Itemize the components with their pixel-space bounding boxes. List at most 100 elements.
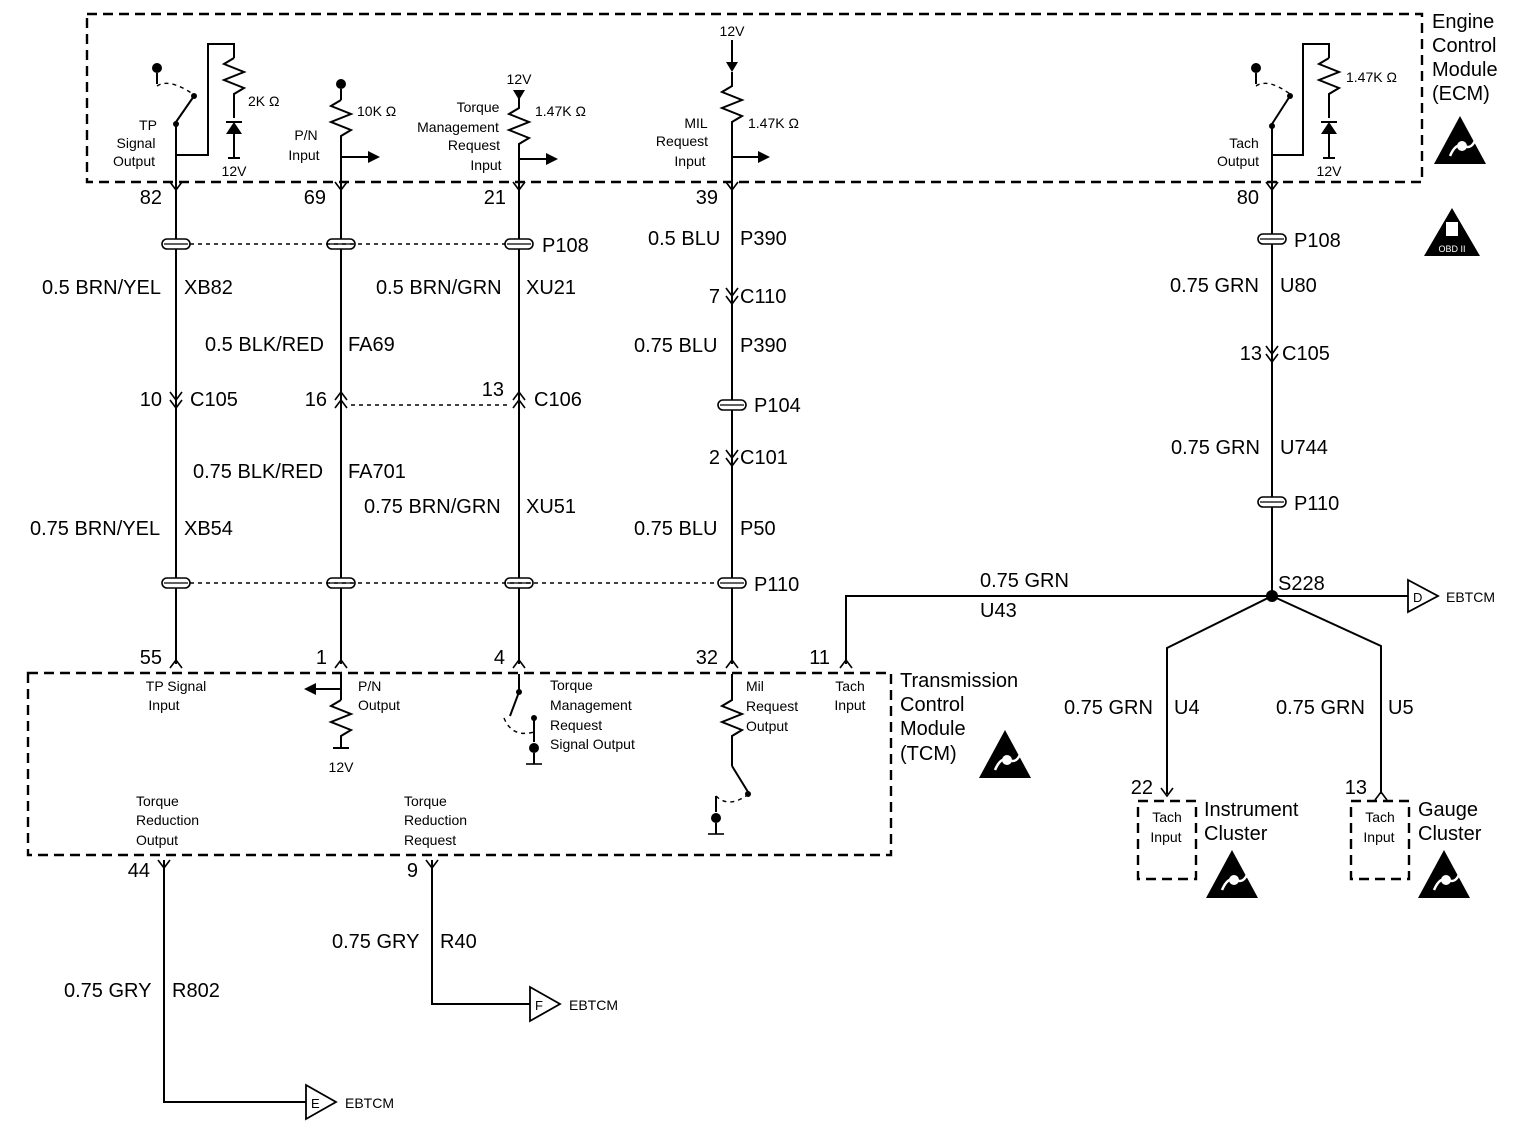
tcm-tach-label-2: Input — [834, 697, 865, 713]
wire-p390a-size: 0.5 BLU — [648, 228, 720, 250]
c105-tach-pin: 13 — [1240, 343, 1262, 365]
wire-mil: 0.5 BLU P390 7 C110 0.75 BLU P390 P104 2… — [634, 181, 801, 669]
ecm-tach-pin: 80 — [1237, 187, 1259, 209]
wire-u4-size: 0.75 GRN — [1064, 697, 1153, 719]
splice-p110b: P110 — [1294, 493, 1339, 515]
ecm-tm-voltage: 12V — [507, 71, 533, 87]
splice-p104: P104 — [754, 395, 801, 417]
ic-esd-icon — [1204, 848, 1260, 900]
gc-esd-icon — [1416, 848, 1472, 900]
wire-fa701-size: 0.75 BLK/RED — [193, 461, 323, 483]
ecm-tp-pin: 82 — [140, 187, 162, 209]
splice-marker — [1257, 233, 1287, 245]
c110-name: C110 — [740, 286, 786, 308]
wire-p390b-id: P390 — [740, 335, 787, 357]
wire-xu51-size: 0.75 BRN/GRN — [364, 496, 501, 518]
ground-icon — [151, 62, 163, 85]
ground-icon — [1250, 62, 1262, 85]
wire-xb54-id: XB54 — [184, 518, 233, 540]
splice-s228: S228 — [1278, 573, 1325, 595]
wire-u744-id: U744 — [1280, 437, 1328, 459]
tcm-mil-label-2: Request — [746, 698, 798, 714]
ecm-title-1: Engine — [1432, 11, 1494, 33]
c106-name: C106 — [534, 389, 582, 411]
ecm-tach-label-1: Tach — [1229, 135, 1259, 151]
tcm-mil-label-1: Mil — [746, 678, 764, 694]
dest-e-letter: E — [311, 1096, 320, 1111]
ecm-tm-label-4: Input — [470, 157, 501, 173]
ic-label-2: Input — [1150, 829, 1181, 845]
tcm-esd-icon — [977, 728, 1033, 780]
tcm-trr-label-1: Torque — [404, 793, 447, 809]
connector-group-lines — [190, 243, 718, 584]
splice-marker — [1257, 496, 1287, 508]
ecm-mil-circuit: 12V 1.47K Ω MIL Request Input 39 — [656, 23, 799, 209]
gc-title-1: Gauge — [1418, 799, 1478, 821]
ground-icon — [335, 78, 347, 101]
wire-xb82-size: 0.5 BRN/YEL — [42, 277, 161, 299]
ecm-tp-circuit: 2K Ω 12V TP Signal Output 82 — [113, 43, 279, 209]
wire-u80-id: U80 — [1280, 275, 1317, 297]
obd-ii-icon: OBD II — [1424, 208, 1480, 256]
tcm-pn-label-1: P/N — [358, 678, 381, 694]
gc-outline — [1349, 799, 1411, 881]
splice-p108a: P108 — [542, 235, 589, 257]
dest-e-arrow — [305, 1083, 338, 1121]
c106-pin: 13 — [482, 379, 504, 401]
tcm-tro-label-1: Torque — [136, 793, 179, 809]
ecm-module: Engine Control Module (ECM) OBD II — [85, 11, 1498, 256]
ecm-title-2: Control — [1432, 35, 1496, 57]
ground-icon — [710, 812, 722, 835]
ecm-title-4: (ECM) — [1432, 83, 1490, 105]
ecm-pn-circuit: 10K Ω P/N Input 69 — [288, 78, 396, 209]
c105-tp-name: C105 — [190, 389, 238, 411]
ecm-title-3: Module — [1432, 59, 1498, 81]
c105-tach-name: C105 — [1282, 343, 1330, 365]
tcm-tro-label-2: Reduction — [136, 812, 199, 828]
wire-r40-size: 0.75 GRY — [332, 931, 419, 953]
wire-r802: 44 0.75 GRY R802 E EBTCM — [64, 859, 394, 1121]
splice-p110a: P110 — [754, 574, 799, 596]
ecm-pn-label-2: Input — [288, 147, 319, 163]
wire-r802-size: 0.75 GRY — [64, 980, 151, 1002]
ecm-tm-label-2: Management — [417, 119, 499, 135]
wire-xb82-id: XB82 — [184, 277, 233, 299]
ecm-tp-label-3: Output — [113, 153, 155, 169]
wire-u744-size: 0.75 GRN — [1171, 437, 1260, 459]
c105-tp-pin: 10 — [140, 389, 162, 411]
tcm-mil-label-3: Output — [746, 718, 788, 734]
tcm-module: Transmission Control Module (TCM) TP Sig… — [26, 670, 1033, 857]
dest-f-name: EBTCM — [569, 997, 618, 1013]
wire-r40-id: R40 — [440, 931, 477, 953]
c105-pn-pin: 16 — [305, 389, 327, 411]
ecm-pn-pin: 69 — [304, 187, 326, 209]
ecm-tp-resistor: 2K Ω — [248, 93, 279, 109]
ecm-tach-label-2: Output — [1217, 153, 1259, 169]
wire-tm: P108 0.5 BRN/GRN XU21 13 C106 0.75 BRN/G… — [364, 181, 589, 669]
tcm-mil-pin: 32 — [696, 647, 718, 669]
splice-p108b: P108 — [1294, 230, 1341, 252]
wire-r40: 9 0.75 GRY R40 F EBTCM — [332, 859, 618, 1023]
c101-name: C101 — [740, 447, 788, 469]
wire-u43-id: U43 — [980, 600, 1017, 622]
gc-title-2: Cluster — [1418, 823, 1482, 845]
dest-f-arrow — [529, 985, 562, 1023]
ecm-tm-circuit: 12V 1.47K Ω Torque Management Request In… — [417, 71, 586, 209]
wire-r802-id: R802 — [172, 980, 220, 1002]
splice-s228-network: S228 0.75 GRN U43 11 D EBTCM 0.75 GRN U4… — [809, 570, 1495, 801]
instrument-cluster: 22 Tach Input Instrument Cluster — [1131, 777, 1299, 900]
wire-pn: 0.5 BLK/RED FA69 16 0.75 BLK/RED FA701 1 — [193, 181, 406, 669]
ecm-tm-label-1: Torque — [457, 99, 500, 115]
tcm-trr-pin: 9 — [407, 860, 418, 882]
dest-d-name: EBTCM — [1446, 589, 1495, 605]
dest-d-arrow — [1407, 578, 1440, 614]
ic-title-1: Instrument — [1204, 799, 1299, 821]
ground-icon — [528, 742, 540, 765]
ecm-tm-pin: 21 — [484, 187, 506, 209]
tcm-title-4: (TCM) — [900, 743, 957, 765]
tcm-pn-voltage: 12V — [329, 759, 355, 775]
wire-u5-id: U5 — [1388, 697, 1414, 719]
ecm-esd-icon — [1432, 114, 1488, 166]
gc-label-2: Input — [1363, 829, 1394, 845]
